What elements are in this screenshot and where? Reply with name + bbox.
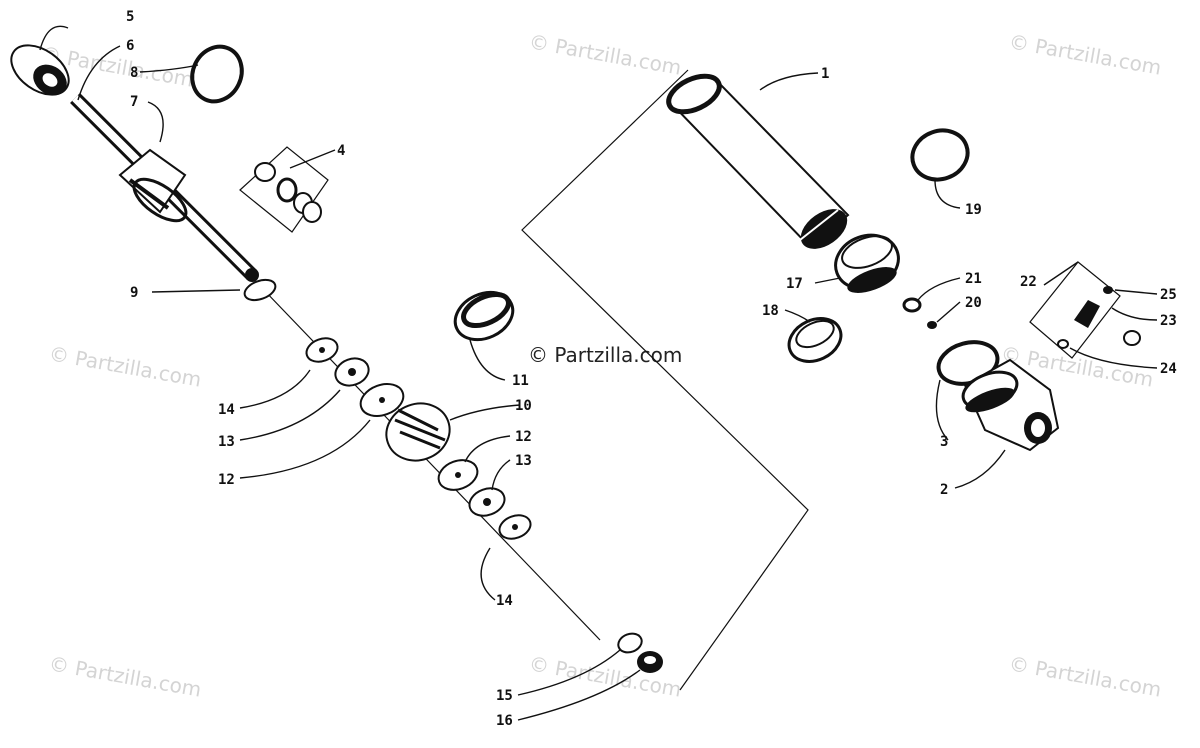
callout-14-upper: 14 — [218, 402, 235, 418]
watermark-bottom-right: © Partzilla.com — [1007, 651, 1163, 701]
piston-rod-assembly — [10, 44, 259, 282]
callout-19: 19 — [965, 202, 982, 218]
watermark-top-center: © Partzilla.com — [527, 29, 683, 79]
washer-15 — [617, 632, 643, 654]
callout-labels: 5 6 8 7 4 9 14 13 12 11 10 12 13 14 15 1… — [126, 9, 1177, 729]
callout-20: 20 — [965, 295, 982, 311]
lower-washer-stack — [437, 459, 532, 540]
watermark-top-right: © Partzilla.com — [1007, 29, 1163, 79]
assembly-outline — [521, 69, 809, 691]
callout-23: 23 — [1160, 313, 1177, 329]
callout-16: 16 — [496, 713, 513, 729]
callout-13-upper: 13 — [218, 434, 235, 450]
callout-8: 8 — [130, 65, 138, 81]
valve-group-22 — [1029, 261, 1141, 359]
leader-lines — [39, 25, 1158, 721]
piston-ring-11 — [453, 290, 515, 342]
watermark-center: © Partzilla.com — [528, 343, 682, 367]
piston-10 — [385, 402, 451, 462]
o-ring-19 — [910, 128, 970, 182]
valve-parts-group — [239, 146, 329, 233]
callout-12-lower: 12 — [515, 429, 532, 445]
ball-20 — [927, 321, 937, 329]
end-cap-17 — [834, 233, 900, 293]
callout-1: 1 — [821, 66, 829, 82]
callout-6: 6 — [126, 38, 134, 54]
o-ring-8 — [190, 44, 244, 104]
callout-3: 3 — [940, 434, 948, 450]
rod-axis-line — [261, 287, 601, 641]
callout-5: 5 — [126, 9, 134, 25]
shock-body-tube — [666, 73, 850, 249]
callout-12-upper: 12 — [218, 472, 235, 488]
washer-21 — [902, 297, 922, 313]
watermark-bottom-left: © Partzilla.com — [47, 651, 203, 701]
callout-21: 21 — [965, 271, 982, 287]
callout-2: 2 — [940, 482, 948, 498]
callout-9: 9 — [130, 285, 138, 301]
callout-22: 22 — [1020, 274, 1037, 290]
bushing-18 — [787, 317, 843, 363]
callout-17: 17 — [786, 276, 803, 292]
nut-16 — [637, 651, 663, 673]
upper-washer-stack — [305, 337, 405, 417]
callout-18: 18 — [762, 303, 779, 319]
callout-24: 24 — [1160, 361, 1177, 377]
washer-9 — [243, 278, 277, 302]
callout-10: 10 — [515, 398, 532, 414]
reservoir-housing-2 — [961, 358, 1060, 452]
callout-13-lower: 13 — [515, 453, 532, 469]
callout-4: 4 — [337, 143, 345, 159]
callout-25: 25 — [1160, 287, 1177, 303]
callout-7: 7 — [130, 94, 138, 110]
callout-11: 11 — [512, 373, 529, 389]
callout-14-lower: 14 — [496, 593, 513, 609]
callout-15: 15 — [496, 688, 513, 704]
watermark-mid-left: © Partzilla.com — [47, 341, 203, 391]
